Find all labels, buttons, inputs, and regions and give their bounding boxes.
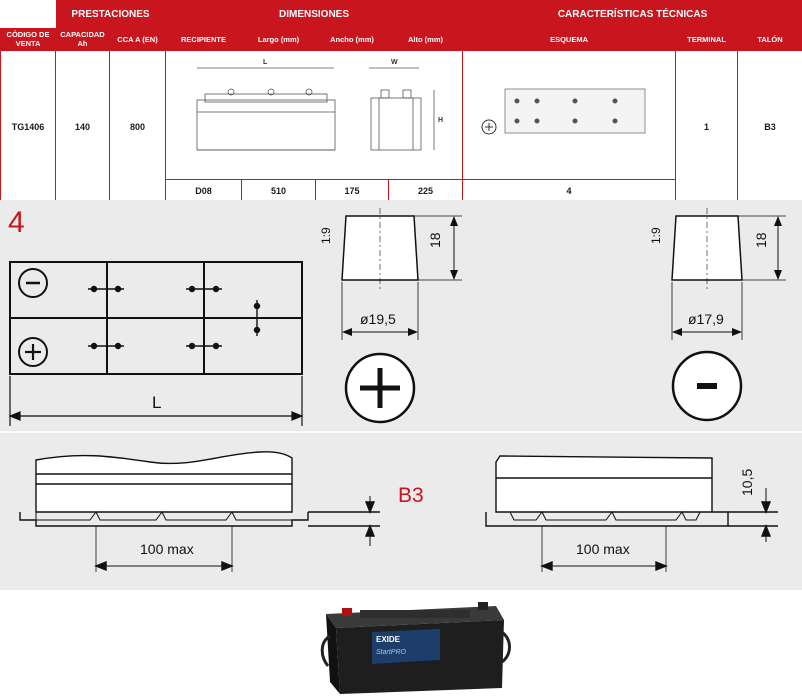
battery-scheme-drawing (481, 88, 646, 135)
mini-plus-terminal-icon (481, 119, 497, 135)
cell-ancho: 175 (315, 179, 390, 203)
neg-terminal-ratio: 1:9 (649, 227, 663, 244)
foot-profile-right (485, 455, 778, 572)
pos-terminal-ratio: 1:9 (319, 227, 333, 244)
col-largo: Largo (mm) (241, 27, 317, 51)
col-recipiente: RECIPIENTE (165, 27, 243, 51)
mini-scheme-diagram (462, 50, 677, 180)
cell-cca: 800 (108, 50, 167, 203)
cell-terminal: 1 (675, 50, 739, 203)
mini-l-label: L (263, 59, 268, 66)
battery-dimension-drawing: L W H (196, 59, 443, 151)
col-capacidad: CAPACIDAD Ah (55, 27, 110, 51)
spec-table: PRESTACIONES DIMENSIONES CARACTERÍSTICAS… (0, 0, 802, 203)
technical-drawings: 4 L 1:9 18 (0, 200, 802, 590)
col-esquema: ESQUEMA (462, 27, 677, 51)
plus-terminal-symbol-icon (18, 337, 48, 367)
neg-diameter: ø17,9 (688, 311, 724, 327)
header-prestaciones: PRESTACIONES (54, 0, 167, 28)
col-codigo: CÓDIGO DE VENTA (0, 27, 56, 51)
battery-top-view (9, 261, 303, 375)
foot-profile-left (19, 451, 380, 572)
foot-height: 10,5 (739, 469, 755, 496)
mini-h-label: H (438, 117, 443, 124)
col-ancho: Ancho (mm) (315, 27, 390, 51)
col-terminal: TERMINAL (675, 27, 739, 51)
photo-model: StartPRO (376, 649, 407, 656)
length-dimension-line (8, 376, 304, 426)
photo-brand: EXIDE (376, 635, 401, 644)
pos-diameter: ø19,5 (360, 311, 396, 327)
mini-w-label: W (391, 59, 398, 66)
cell-codigo: TG1406 (0, 50, 56, 203)
scheme-number: 4 (8, 206, 25, 239)
foot-type-label: B3 (398, 484, 424, 507)
col-cca: CCA A (EN) (108, 27, 167, 51)
negative-terminal-detail: 1:9 18 ø17,9 (649, 208, 786, 422)
length-label: L (152, 393, 161, 412)
minus-terminal-symbol-icon (18, 268, 48, 298)
pos-height-dimension: 18 (427, 232, 443, 248)
foot-left-span: 100 max (140, 541, 194, 557)
positive-terminal-detail: 1:9 18 ø19,5 (319, 208, 462, 424)
mini-dimension-diagram: L W H (165, 50, 464, 180)
header-caracteristicas: CARACTERÍSTICAS TÉCNICAS (462, 0, 802, 28)
col-alto: Alto (mm) (388, 27, 464, 51)
cell-capacidad: 140 (55, 50, 110, 203)
header-dimensiones: DIMENSIONES (165, 0, 464, 28)
foot-right-span: 100 max (576, 541, 630, 557)
neg-height-dimension: 18 (753, 232, 769, 248)
col-talon: TALÓN (737, 27, 802, 51)
battery-photo: EXIDE StartPRO (320, 602, 511, 694)
cell-esquema: 4 (462, 179, 677, 203)
cell-talon: B3 (737, 50, 802, 203)
